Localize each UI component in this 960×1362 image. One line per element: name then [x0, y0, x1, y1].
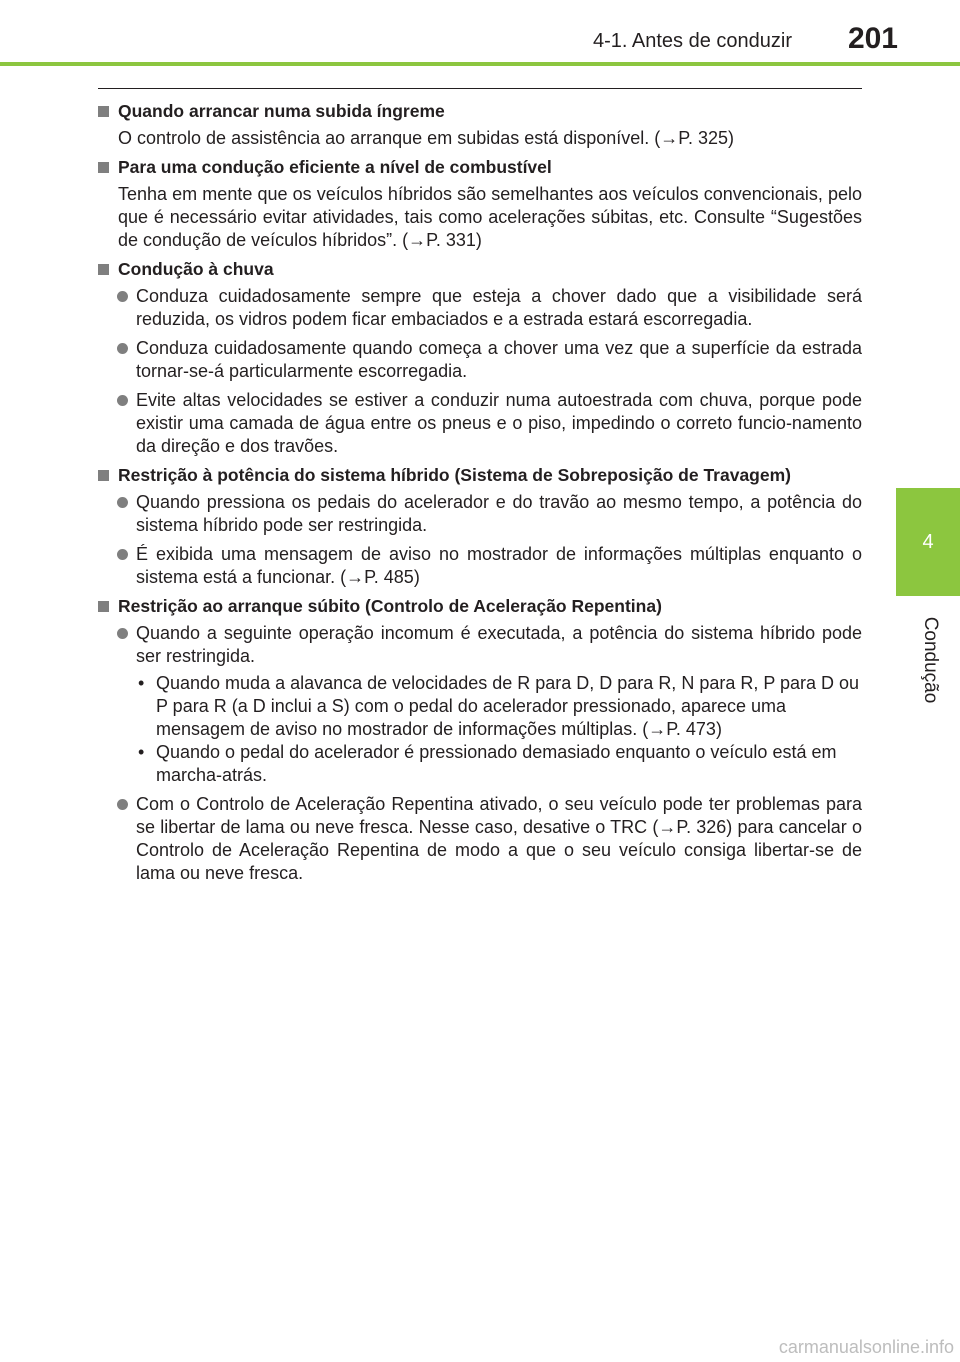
list-item: Com o Controlo de Aceleração Repentina a… — [117, 793, 862, 885]
round-bullet-icon — [117, 343, 128, 354]
section-heading: Restrição à potência do sistema híbrido … — [98, 464, 862, 487]
round-bullet-icon — [117, 395, 128, 406]
square-bullet-icon — [98, 470, 109, 481]
list-item-text: Quando a seguinte operação incomum é exe… — [136, 623, 862, 666]
sub-list-item: • Quando muda a alavanca de velocidades … — [138, 672, 862, 741]
sub-bullet-mark: • — [138, 742, 145, 762]
list-item: Conduza cuidadosamente sempre que esteja… — [117, 285, 862, 331]
section-paragraph: Tenha em mente que os veículos híbridos … — [118, 184, 862, 250]
round-bullet-icon — [117, 628, 128, 639]
list-item: É exibida uma mensagem de aviso no mostr… — [117, 543, 862, 589]
section-heading: Restrição ao arranque súbito (Controlo d… — [98, 595, 862, 618]
heading-text: Para uma condução eficiente a nível de c… — [118, 157, 552, 177]
list-item: Conduza cuidadosamente quando começa a c… — [117, 337, 862, 383]
sub-bullet-mark: • — [138, 673, 145, 693]
list-item-text: É exibida uma mensagem de aviso no mostr… — [136, 544, 862, 587]
heading-text: Restrição ao arranque súbito (Controlo d… — [118, 596, 662, 616]
header-rule — [0, 62, 960, 66]
list-item: Quando a seguinte operação incomum é exe… — [117, 622, 862, 668]
content-top-rule — [98, 88, 862, 89]
heading-text: Condução à chuva — [118, 259, 274, 279]
round-bullet-icon — [117, 497, 128, 508]
square-bullet-icon — [98, 106, 109, 117]
section-heading: Quando arrancar numa subida íngreme — [98, 100, 862, 123]
list-item-text: Conduza cuidadosamente quando começa a c… — [136, 338, 862, 381]
sub-list-item-text: Quando muda a alavanca de velocidades de… — [156, 673, 860, 739]
list-item-text: Conduza cuidadosamente sempre que esteja… — [136, 286, 862, 329]
list-item-text: Com o Controlo de Aceleração Repentina a… — [136, 794, 862, 883]
list-item: Evite altas velocidades se estiver a con… — [117, 389, 862, 458]
watermark: carmanualsonline.info — [778, 1337, 954, 1357]
chapter-tab — [896, 488, 960, 596]
page-content: Quando arrancar numa subida íngreme O co… — [98, 96, 862, 891]
heading-text: Restrição à potência do sistema híbrido … — [118, 465, 791, 485]
list-item-text: Quando pressiona os pedais do acelerador… — [136, 492, 862, 535]
list-item-text: Evite altas velocidades se estiver a con… — [136, 390, 862, 456]
square-bullet-icon — [98, 162, 109, 173]
chapter-number: 4 — [922, 530, 934, 553]
list-item: Quando pressiona os pedais do acelerador… — [117, 491, 862, 537]
section-heading: Condução à chuva — [98, 258, 862, 281]
section-paragraph: O controlo de assistência ao arranque em… — [118, 128, 735, 148]
square-bullet-icon — [98, 264, 109, 275]
chapter-label: Condução — [920, 616, 941, 704]
page-number: 201 — [847, 22, 898, 55]
running-header-section: 4-1. Antes de conduzir — [592, 30, 792, 52]
round-bullet-icon — [117, 799, 128, 810]
sub-list-item: • Quando o pedal do acelerador é pressio… — [138, 741, 862, 787]
section-heading: Para uma condução eficiente a nível de c… — [98, 156, 862, 179]
round-bullet-icon — [117, 291, 128, 302]
round-bullet-icon — [117, 549, 128, 560]
square-bullet-icon — [98, 601, 109, 612]
sub-list-item-text: Quando o pedal do acelerador é pressiona… — [156, 742, 837, 785]
heading-text: Quando arrancar numa subida íngreme — [118, 101, 445, 121]
